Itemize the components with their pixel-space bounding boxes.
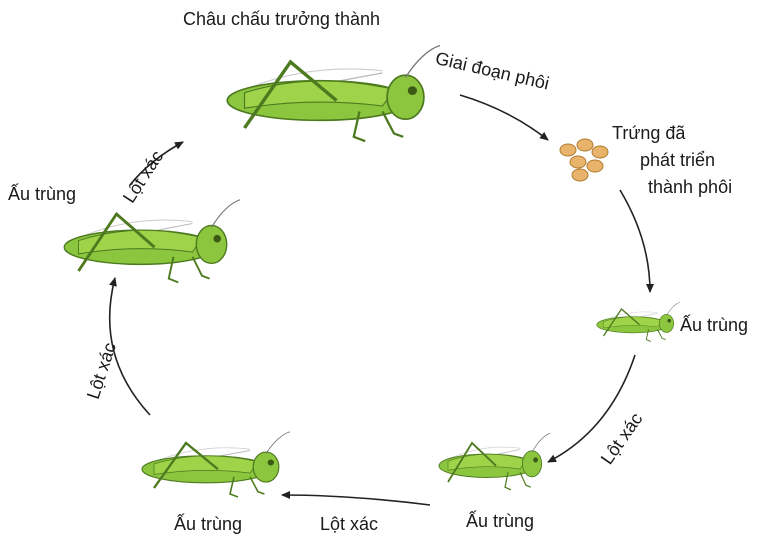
nymph-bottom-left-label: Ấu trùng [174,513,242,535]
adult-grasshopper-image [227,46,440,142]
nymph-bottom-right-image [439,433,550,490]
arrow-molt-bottom [282,495,430,505]
eggs-label-line2: phát triển [612,147,732,174]
nymph-left-image [64,200,240,283]
nymph-bottom-right-label: Ấu trùng [466,510,534,532]
arrow-eggs-to-nymph [620,190,650,292]
eggs-label-line1: Trứng đã [612,120,732,147]
nymph-left-label: Ấu trùng [8,183,76,205]
eggs-image [560,139,608,181]
nymph-right-image [597,302,680,341]
eggs-label: Trứng đã phát triển thành phôi [612,120,732,201]
adult-label: Châu chấu trưởng thành [183,8,380,30]
arrow-adult-to-eggs [460,95,548,140]
eggs-label-line3: thành phôi [612,174,732,201]
molt-bottom-label: Lột xác [320,513,378,535]
nymph-right-label: Ấu trùng [680,314,748,336]
nymph-bottom-left-image [142,432,290,497]
